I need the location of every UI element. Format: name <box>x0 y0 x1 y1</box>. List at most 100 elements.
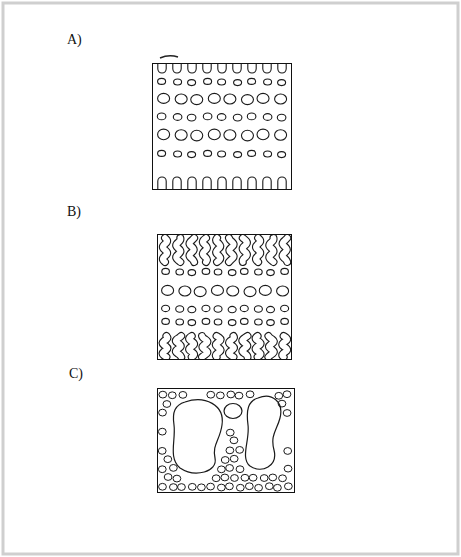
medium-domain <box>224 404 242 419</box>
worm-domain <box>256 238 260 262</box>
surface-arch <box>278 64 286 73</box>
worm-domain <box>176 336 181 357</box>
surface-arch <box>233 177 241 189</box>
domain-oval <box>191 95 203 105</box>
worm-domain <box>216 336 221 357</box>
surface-arch <box>203 177 211 189</box>
domain-oval <box>173 114 182 121</box>
domain-oval <box>255 269 263 275</box>
domain-oval <box>257 93 269 103</box>
domain-oval <box>174 151 182 157</box>
small-domain <box>226 483 234 490</box>
domain-oval <box>248 150 256 156</box>
domain-oval <box>176 269 184 275</box>
small-domain <box>269 474 277 481</box>
domain-oval <box>204 78 212 84</box>
domain-oval <box>275 94 287 104</box>
small-domain <box>197 484 205 491</box>
domain-oval <box>194 287 206 297</box>
small-domain <box>221 474 229 481</box>
small-domain <box>249 474 257 481</box>
worm-domain <box>242 336 247 357</box>
worm-domain-fill <box>176 238 180 262</box>
worm-domain-fill <box>256 238 260 262</box>
domain-oval <box>259 285 271 295</box>
morphology-panel: C) <box>157 388 295 493</box>
small-domain <box>245 483 253 490</box>
domain-oval <box>281 318 289 324</box>
small-domain <box>226 447 234 454</box>
domain-oval <box>158 150 166 156</box>
worm-domain-fill <box>176 336 181 357</box>
domain-oval <box>202 318 210 324</box>
small-domain <box>283 410 291 417</box>
worm-domain-fill <box>283 238 288 262</box>
panel-label: B) <box>67 205 81 219</box>
panel-c-pattern <box>158 391 292 491</box>
small-domain <box>221 457 229 464</box>
small-domain <box>284 483 292 490</box>
small-domain <box>265 483 273 490</box>
surface-arch <box>158 64 166 73</box>
surface-arch <box>248 64 256 73</box>
worm-domain <box>283 238 288 262</box>
small-domain <box>246 391 254 398</box>
domain-oval <box>208 129 220 140</box>
small-domain <box>226 465 234 472</box>
worm-domain <box>268 336 273 357</box>
domain-oval <box>264 151 272 157</box>
large-domain <box>245 396 280 469</box>
domain-oval <box>234 80 242 86</box>
domain-oval <box>278 152 286 158</box>
domain-oval <box>203 113 212 120</box>
domain-oval <box>188 80 196 86</box>
domain-oval <box>224 130 236 141</box>
domain-oval <box>228 320 236 326</box>
domain-oval <box>214 269 222 275</box>
small-domain <box>178 484 186 491</box>
worm-domain <box>189 238 194 262</box>
small-domain <box>255 484 263 491</box>
panel-a-pattern <box>157 64 286 189</box>
domain-oval <box>281 268 289 274</box>
domain-oval <box>179 286 191 296</box>
small-domain <box>216 392 224 399</box>
domain-oval <box>248 78 256 84</box>
small-domain <box>279 475 287 482</box>
worm-domain <box>203 238 207 262</box>
surface-arch <box>173 64 181 73</box>
worm-domain-fill <box>216 336 221 357</box>
surface-arch <box>173 177 181 189</box>
domain-oval <box>228 270 236 276</box>
domain-oval <box>264 79 272 85</box>
small-domain <box>188 483 196 490</box>
surface-arch <box>188 177 196 189</box>
small-domain <box>217 484 225 491</box>
domain-oval <box>176 306 184 312</box>
small-domain <box>169 464 177 471</box>
domain-oval <box>214 319 222 325</box>
domain-oval <box>188 270 196 276</box>
small-domain <box>241 474 249 481</box>
small-domain <box>226 429 234 436</box>
small-domain <box>169 484 177 491</box>
domain-oval <box>278 80 286 86</box>
domain-oval <box>267 320 275 326</box>
small-domain <box>236 466 244 473</box>
surface-arch <box>263 177 271 189</box>
domain-oval <box>244 287 256 297</box>
domain-oval <box>281 305 289 311</box>
domain-oval <box>233 114 242 121</box>
small-domain <box>163 401 171 408</box>
domain-oval <box>188 152 196 158</box>
domain-oval <box>191 130 203 141</box>
small-domain <box>164 456 172 463</box>
domain-oval <box>175 94 187 104</box>
worm-domain <box>163 336 168 357</box>
panel-label: C) <box>69 367 83 381</box>
domain-oval <box>240 268 248 274</box>
worm-domain-fill <box>243 238 247 262</box>
panel-b-pattern <box>162 238 289 357</box>
